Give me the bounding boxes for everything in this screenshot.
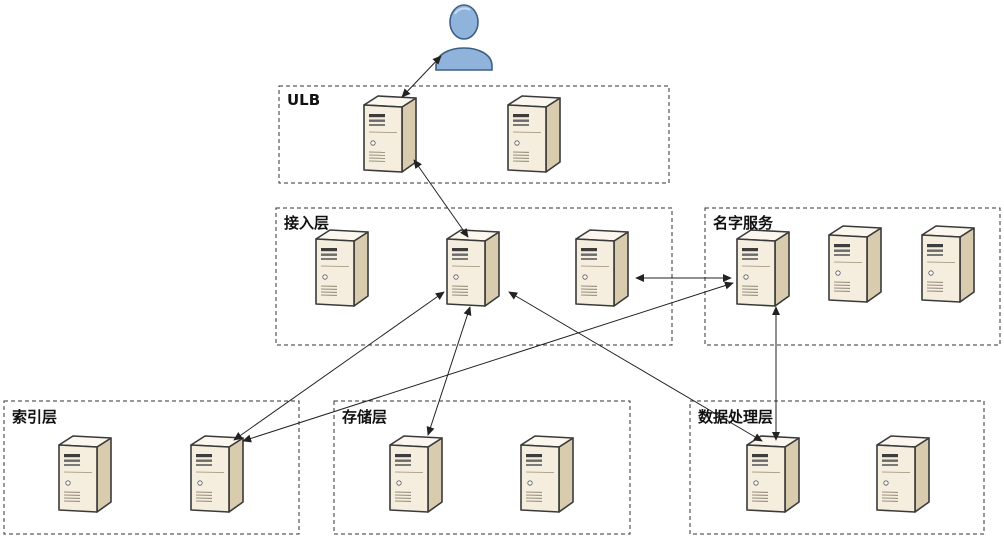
server-icon <box>921 225 975 303</box>
server-icon <box>828 225 882 303</box>
server-icon <box>315 229 369 307</box>
layer-box-ulb <box>278 85 670 184</box>
arrow-name-service-index <box>242 281 734 443</box>
arrow-access-storage <box>426 306 472 436</box>
layer-box-index <box>3 400 300 535</box>
server-icon <box>58 435 112 513</box>
connections <box>233 55 781 443</box>
server-icon <box>389 435 443 513</box>
layer-label-name-service: 名字服务 <box>713 214 774 232</box>
server-icon <box>363 95 417 173</box>
layer-box-name-service <box>704 207 1001 346</box>
server-icon <box>190 435 244 513</box>
arrow-access-data-processing <box>508 291 763 442</box>
user-icon <box>435 4 493 71</box>
layer-label-ulb: ULB <box>287 91 320 109</box>
layer-box-data-processing <box>689 400 985 535</box>
layer-label-access: 接入层 <box>284 214 329 232</box>
layer-label-data-processing: 数据处理层 <box>698 408 773 426</box>
server-icon <box>507 95 561 173</box>
layer-label-storage: 存储层 <box>342 408 387 426</box>
server-icon <box>520 435 574 513</box>
server-icon <box>736 229 790 307</box>
server-icon <box>876 435 930 513</box>
server-icon <box>575 229 629 307</box>
arrow-user-ulb <box>401 55 442 98</box>
layer-label-index: 索引层 <box>12 408 57 426</box>
server-icon <box>446 229 500 307</box>
arrow-access-index <box>233 291 445 441</box>
server-icon <box>746 435 800 513</box>
arrow-ulb-access <box>413 159 469 238</box>
